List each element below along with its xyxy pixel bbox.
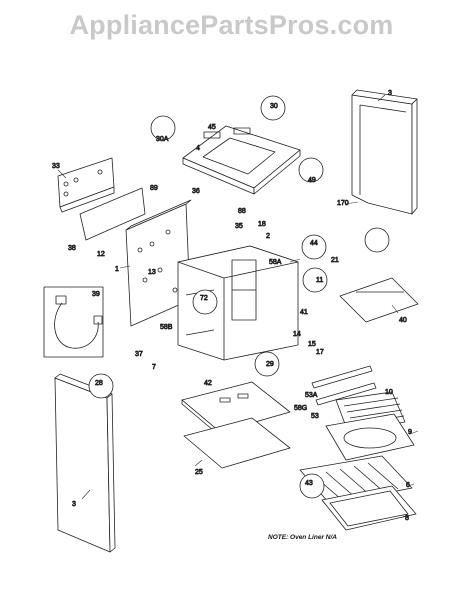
part-label: 72 [200,295,208,302]
power-cord-drawing [43,286,104,358]
part-label: 1 [115,266,119,273]
side-frame-drawing [79,187,192,327]
part-label: 17 [316,349,324,356]
part-label: 170 [337,200,349,207]
part-label: 4 [196,145,200,152]
element-tray-drawing [339,277,419,323]
part-label: 10 [385,389,393,396]
part-label: 29 [266,361,274,368]
part-label: 3 [388,90,392,97]
part-label: 14 [293,331,301,338]
part-label: 58G [294,405,307,412]
trim-rails-drawing [311,365,377,406]
bottom-panels-drawing [181,381,291,469]
part-label: 38 [68,245,76,252]
part-label: 49 [308,177,316,184]
drawer-pan-drawing [321,485,417,531]
part-labels: 3 30 30A 45 4 49 33 89 36 88 170 18 35 2… [52,90,413,523]
part-label: 30 [270,103,278,110]
part-label: 3 [72,501,76,508]
part-label: 25 [195,469,203,476]
oven-cavity-drawing [177,245,299,361]
part-label: 7 [152,364,156,371]
part-label: 89 [150,185,158,192]
part-label: 40 [399,317,407,324]
part-label: 15 [308,341,316,348]
oven-door-drawing [54,373,116,553]
part-label: 18 [258,221,266,228]
part-label: 39 [92,291,100,298]
part-label: 33 [52,163,60,170]
part-label: 2 [266,233,270,240]
part-label: 58A [269,259,282,266]
broil-pan-drawing [325,413,415,461]
control-panel-drawing [57,157,115,213]
callout-circles [88,95,390,499]
part-label: 13 [148,269,156,276]
part-label: 21 [331,257,339,264]
part-label: 43 [305,480,313,487]
part-label: 11 [316,277,323,284]
part-label: 41 [300,309,308,316]
part-label: 53A [305,392,318,399]
oven-liner-note: NOTE: Oven Liner N/A [268,534,337,541]
part-label: 88 [238,208,246,215]
part-label: 53 [311,413,319,420]
part-label: 8 [405,515,409,522]
part-label: 9 [408,429,412,436]
top-cover-drawing [182,125,301,195]
part-label: 58B [160,324,173,331]
part-label: 35 [235,223,243,230]
back-panel-drawing [351,89,418,215]
leader-lines [57,94,419,518]
part-label: 37 [135,351,143,358]
part-label: 44 [310,240,318,247]
part-label: 42 [204,380,212,387]
watermark: AppliancePartsPros.com [69,10,394,40]
part-label: 28 [95,380,103,387]
part-label: 12 [97,251,105,258]
part-label: 6 [406,482,410,489]
part-label: 36 [192,188,200,195]
part-label: 45 [208,124,216,131]
part-label: 30A [156,136,169,143]
